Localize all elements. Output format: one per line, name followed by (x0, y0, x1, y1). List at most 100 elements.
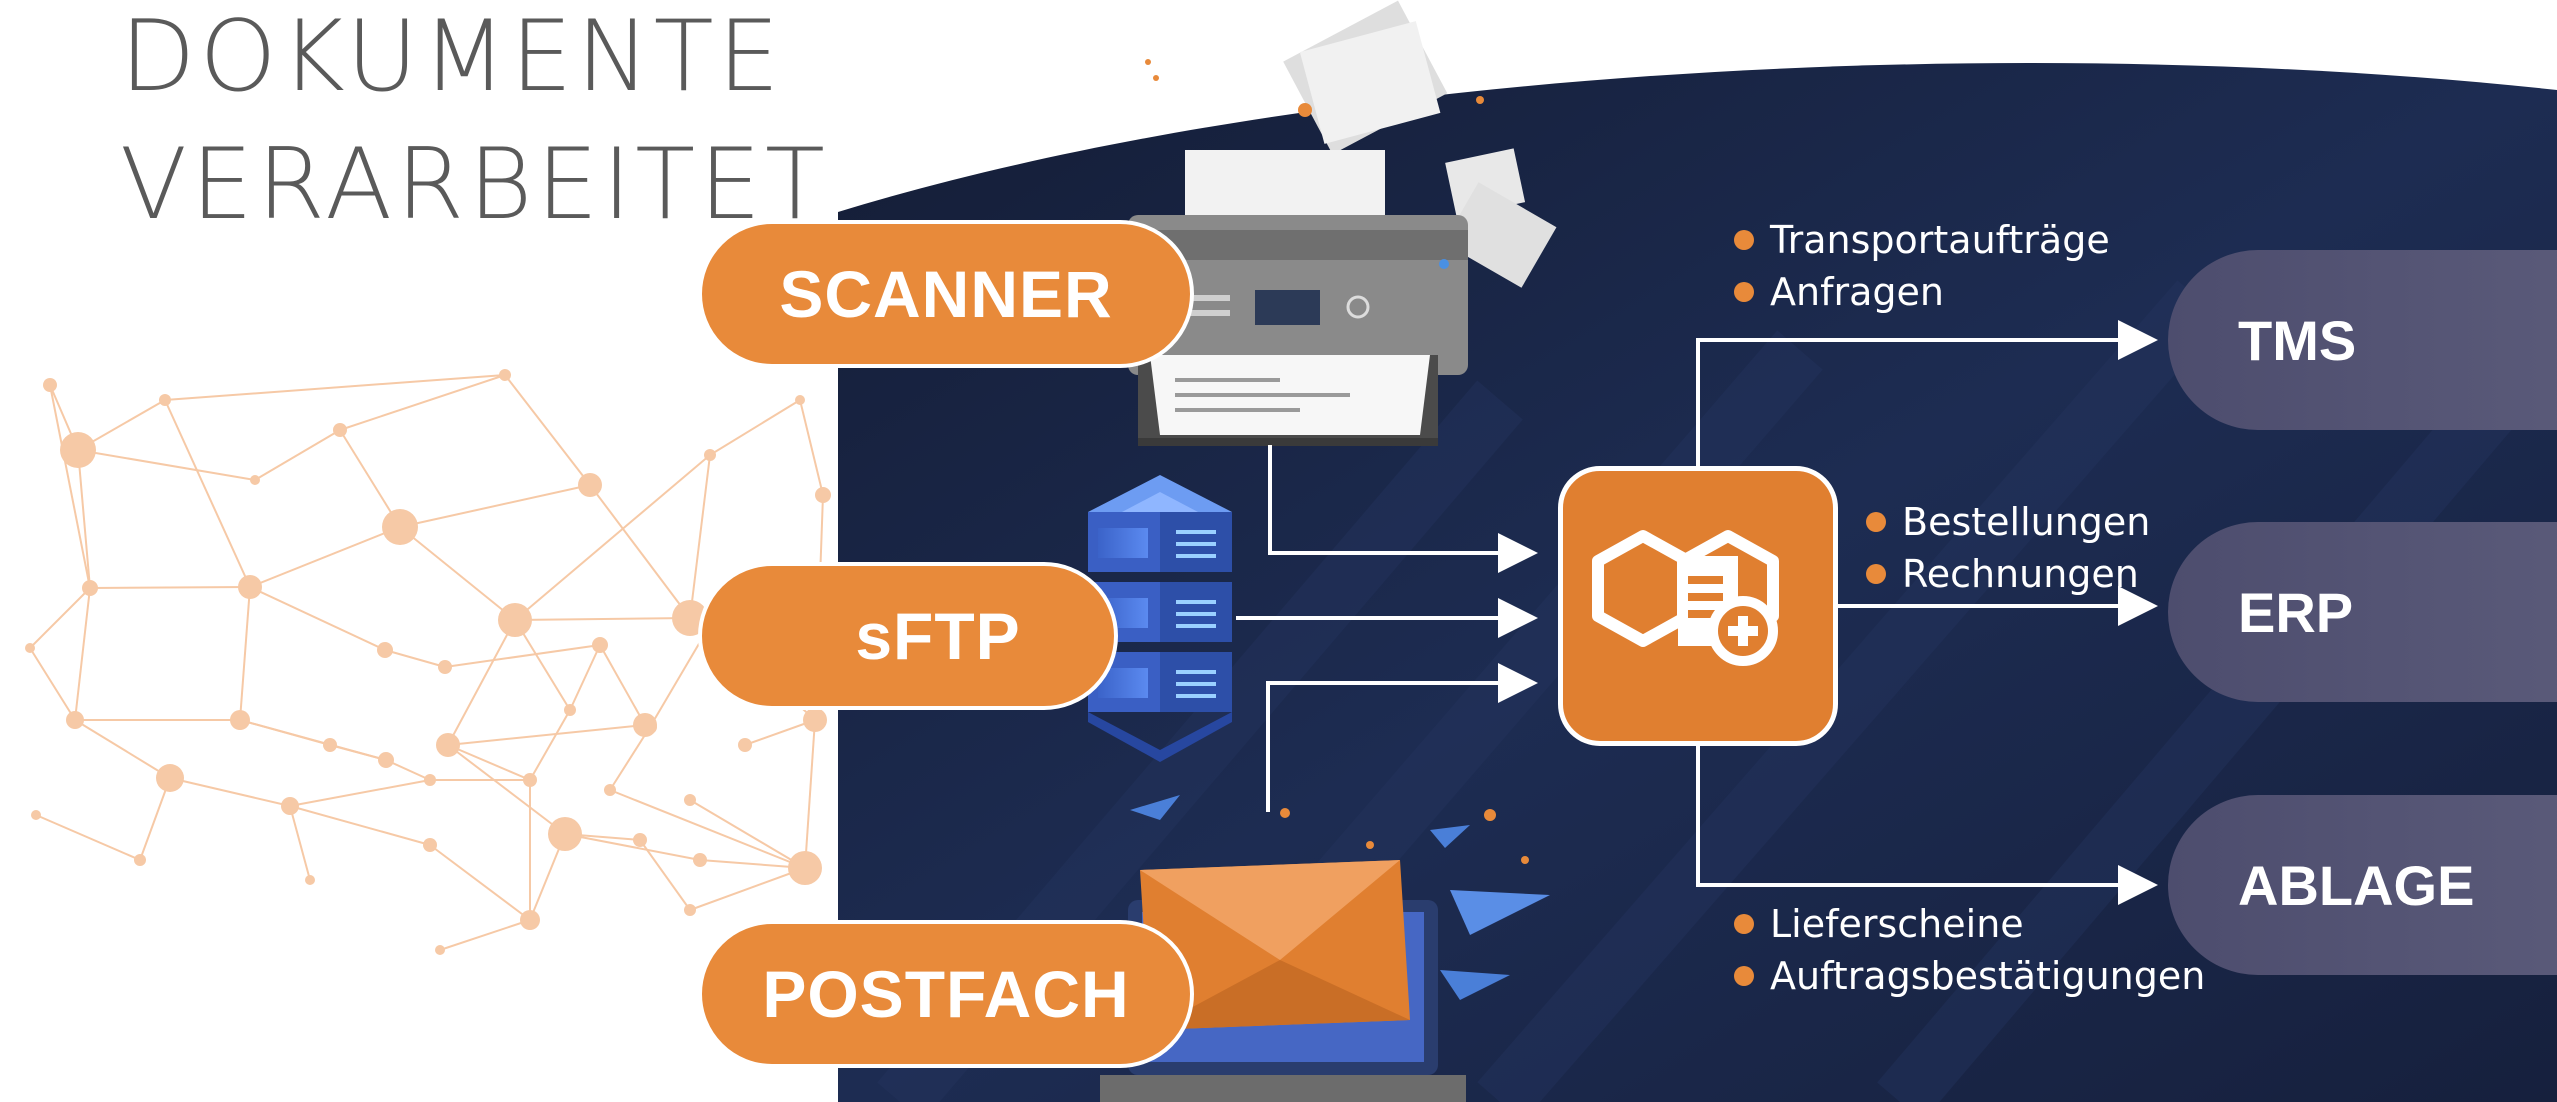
network-edge (447, 724, 646, 746)
network-edge (514, 619, 571, 711)
bullet-dot-icon (1866, 564, 1886, 584)
list-item: Anfragen (1734, 266, 2110, 318)
network-node (333, 423, 347, 437)
network-node (438, 660, 452, 674)
arrow-postfach-to-hub (1266, 663, 1538, 812)
document-processing-icon (1592, 530, 1779, 666)
source-postfach-label: POSTFACH (762, 957, 1130, 1031)
flying-papers-icon (1145, 0, 1557, 288)
network-node (604, 784, 616, 796)
network-edge (249, 586, 386, 651)
title-line-1: DOKUMENTE (120, 0, 784, 114)
destination-erp: ERP (2168, 522, 2557, 702)
network-node (134, 854, 146, 866)
network-node (684, 794, 696, 806)
network-graph-background (25, 369, 831, 955)
network-edge (804, 719, 816, 869)
network-edge (289, 805, 311, 881)
network-node (423, 838, 437, 852)
network-edge (689, 867, 806, 911)
network-node (523, 773, 537, 787)
doc-type-label: Lieferscheine (1770, 902, 2024, 946)
destination-tms-label: TMS (2238, 308, 2357, 372)
network-node (643, 720, 657, 734)
bullet-dot-icon (1734, 282, 1754, 302)
network-node (498, 603, 532, 637)
network-node (43, 378, 57, 392)
source-postfach: POSTFACH (698, 920, 1194, 1068)
network-edge (249, 526, 401, 588)
flow-connectors (1236, 320, 2158, 905)
network-edge (439, 919, 531, 951)
network-edge (169, 777, 291, 807)
network-edge (504, 374, 591, 486)
destination-erp-label: ERP (2238, 580, 2354, 644)
network-edge (744, 719, 816, 746)
network-node (788, 851, 822, 885)
network-edge (447, 619, 516, 746)
network-edge (164, 374, 506, 401)
arrow-hub-to-ablage (1696, 746, 2158, 905)
list-item: Bestellungen (1866, 496, 2150, 548)
network-edge (77, 449, 256, 481)
network-node (592, 637, 608, 653)
network-edge (35, 814, 141, 861)
network-edge (49, 384, 91, 589)
network-node (156, 764, 184, 792)
envelope-laptop-icon (1100, 795, 1550, 1102)
network-edge (74, 587, 91, 721)
network-edge (289, 805, 431, 846)
doc-list-tms: Transportaufträge Anfragen (1734, 214, 2110, 318)
network-node (305, 875, 315, 885)
network-edge (399, 484, 591, 528)
network-node (159, 394, 171, 406)
arrow-scanner-to-hub (1268, 445, 1538, 573)
network-edge (799, 399, 824, 496)
network-node (520, 910, 540, 930)
network-node (424, 774, 436, 786)
doc-list-ablage: Lieferscheine Auftragsbestätigungen (1734, 898, 2205, 1002)
network-edge (689, 454, 711, 619)
network-edge (239, 586, 251, 721)
network-node (548, 817, 582, 851)
network-edge (385, 759, 431, 781)
network-edge (444, 644, 601, 668)
bullet-dot-icon (1866, 512, 1886, 532)
network-node (82, 580, 98, 596)
network-node (704, 449, 716, 461)
network-edge (89, 586, 251, 589)
network-edge (514, 617, 691, 621)
network-edge (447, 744, 531, 781)
network-node (564, 704, 576, 716)
destination-ablage-label: ABLAGE (2238, 853, 2475, 917)
network-edge (77, 449, 91, 589)
network-edge (289, 779, 431, 807)
network-node (435, 945, 445, 955)
network-edge (709, 399, 801, 456)
network-node (499, 369, 511, 381)
network-node (377, 642, 393, 658)
network-node (281, 797, 299, 815)
destination-ablage: ABLAGE (2168, 795, 2557, 975)
network-node (60, 432, 96, 468)
source-scanner-label: SCANNER (779, 257, 1113, 331)
network-node (25, 643, 35, 653)
list-item: Auftragsbestätigungen (1734, 950, 2205, 1002)
network-edge (254, 429, 341, 481)
network-edge (339, 429, 401, 528)
bullet-dot-icon (1734, 230, 1754, 250)
network-node (436, 733, 460, 757)
network-node (795, 395, 805, 405)
network-node (66, 711, 84, 729)
network-edge (569, 644, 601, 711)
network-edge (639, 839, 691, 911)
doc-type-label: Transportaufträge (1770, 218, 2110, 262)
network-node (684, 904, 696, 916)
network-edge (514, 454, 711, 621)
network-edge (399, 526, 516, 621)
network-edge (689, 799, 806, 869)
network-node (803, 708, 827, 732)
network-edge (329, 744, 387, 761)
network-node (238, 575, 262, 599)
